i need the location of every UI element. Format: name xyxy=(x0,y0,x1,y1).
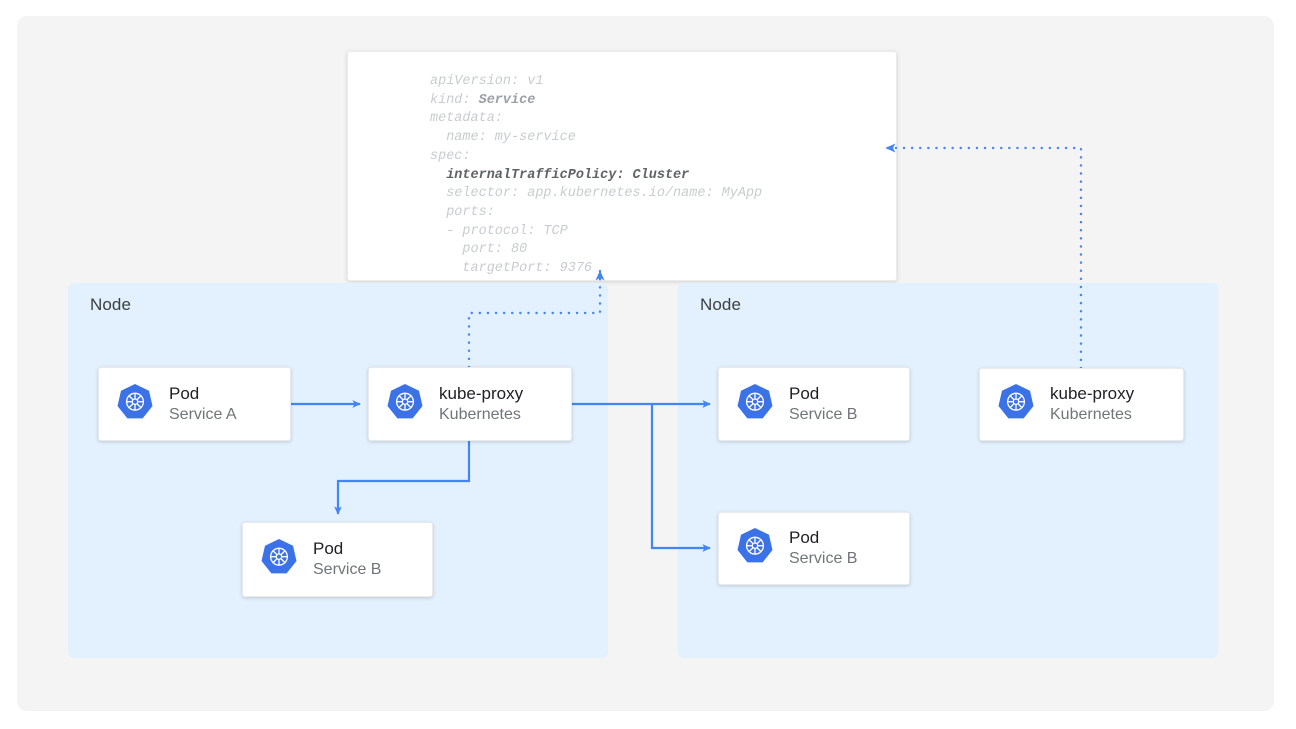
card-subtitle: Service B xyxy=(789,550,858,568)
kubernetes-icon xyxy=(115,382,155,427)
card-title: Pod xyxy=(789,528,820,548)
yaml-line-kind-value: Service xyxy=(478,92,536,108)
yaml-line-metadata: metadata: xyxy=(430,111,503,127)
yaml-line-port: port: 80 xyxy=(430,242,528,258)
kubernetes-icon xyxy=(735,526,775,571)
card-subtitle: Service A xyxy=(169,405,237,423)
yaml-line-apiversion: apiVersion: v1 xyxy=(430,74,544,89)
card-subtitle: Service B xyxy=(789,405,858,423)
node-left-label: Node xyxy=(90,295,132,314)
card-pod-service-b-left[interactable]: Pod Service B xyxy=(242,522,433,597)
card-subtitle: Kubernetes xyxy=(439,405,521,423)
card-pod-service-b-right-lower[interactable]: Pod Service B xyxy=(718,512,910,585)
yaml-line-targetport: targetPort: 9376 xyxy=(430,261,593,277)
node-right-label: Node xyxy=(700,295,742,314)
node-left: Node xyxy=(68,283,608,658)
card-title: Pod xyxy=(789,383,820,403)
kubernetes-icon xyxy=(259,537,299,582)
diagram-canvas: apiVersion: v1 kind: Service metadata: n… xyxy=(17,16,1274,711)
card-pod-service-a[interactable]: Pod Service A xyxy=(98,367,291,441)
service-manifest-code: apiVersion: v1 kind: Service metadata: n… xyxy=(430,73,762,279)
kubernetes-icon xyxy=(735,382,775,427)
yaml-line-spec: spec: xyxy=(430,148,471,164)
card-title: Pod xyxy=(169,383,200,403)
card-kube-proxy-left[interactable]: kube-proxy Kubernetes xyxy=(368,367,572,441)
card-pod-service-b-right-upper[interactable]: Pod Service B xyxy=(718,367,910,441)
yaml-line-kind-head: kind: xyxy=(430,92,479,108)
card-subtitle: Service B xyxy=(313,561,382,579)
kubernetes-icon xyxy=(996,382,1036,427)
service-manifest-card: apiVersion: v1 kind: Service metadata: n… xyxy=(347,51,897,281)
card-title: kube-proxy xyxy=(439,383,524,403)
card-subtitle: Kubernetes xyxy=(1050,406,1132,424)
card-title: kube-proxy xyxy=(1050,384,1135,404)
node-right: Node xyxy=(678,283,1218,658)
card-kube-proxy-right[interactable]: kube-proxy Kubernetes xyxy=(979,368,1184,441)
yaml-line-protocol: - protocol: TCP xyxy=(430,223,568,239)
yaml-line-internaltrafficpolicy: internalTrafficPolicy: Cluster xyxy=(430,167,690,183)
card-title: Pod xyxy=(313,539,344,559)
yaml-line-ports: ports: xyxy=(430,204,495,220)
yaml-line-selector: selector: app.kubernetes.io/name: MyApp xyxy=(430,186,763,202)
kubernetes-icon xyxy=(385,382,425,427)
yaml-line-name: name: my-service xyxy=(430,130,576,146)
